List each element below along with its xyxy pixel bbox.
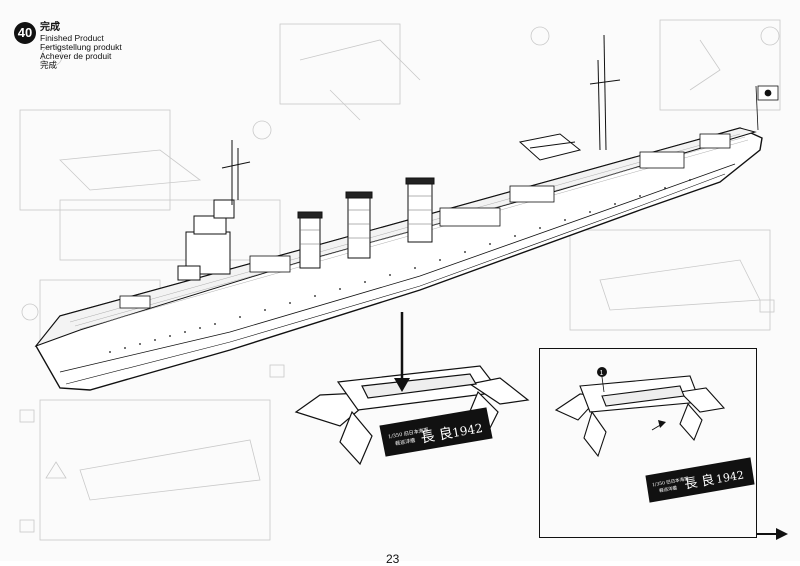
detail-plate-year: 1942: [715, 468, 745, 486]
plate-small-line2: 軽巡洋艦: [395, 437, 416, 447]
ship-deck: [34, 127, 757, 348]
detail-marker-circle: [597, 367, 607, 377]
page-number: 23: [386, 552, 400, 566]
step-title-block: 完成 Finished Product Fertigstellung produ…: [40, 22, 180, 70]
step-title-cn: 完成: [40, 60, 58, 70]
detail-marker-number: 1: [600, 370, 604, 377]
down-arrow-icon: [394, 378, 410, 392]
stand-nameplate: [379, 407, 493, 457]
plate-year: 1942: [451, 421, 484, 440]
detail-plate-ship-name: 長 良: [683, 472, 715, 493]
ship-funnels: [297, 177, 435, 269]
step-title-de: Fertigstellung produkt: [40, 42, 122, 52]
plate-ship-name: 長 良: [420, 425, 455, 446]
detail-plate-small-line2: 軽巡洋艦: [659, 484, 678, 494]
stand-detail-box: [539, 348, 757, 538]
step-number-badge: 40: [14, 22, 36, 44]
ensign-flag: [755, 85, 779, 131]
step-title-jp: 完成: [40, 22, 60, 33]
next-step-arrow-icon: [776, 528, 788, 540]
detail-nameplate: [645, 457, 755, 503]
step-title-fr: Achever de produit: [40, 51, 112, 61]
step-title-en: Finished Product: [40, 33, 104, 43]
